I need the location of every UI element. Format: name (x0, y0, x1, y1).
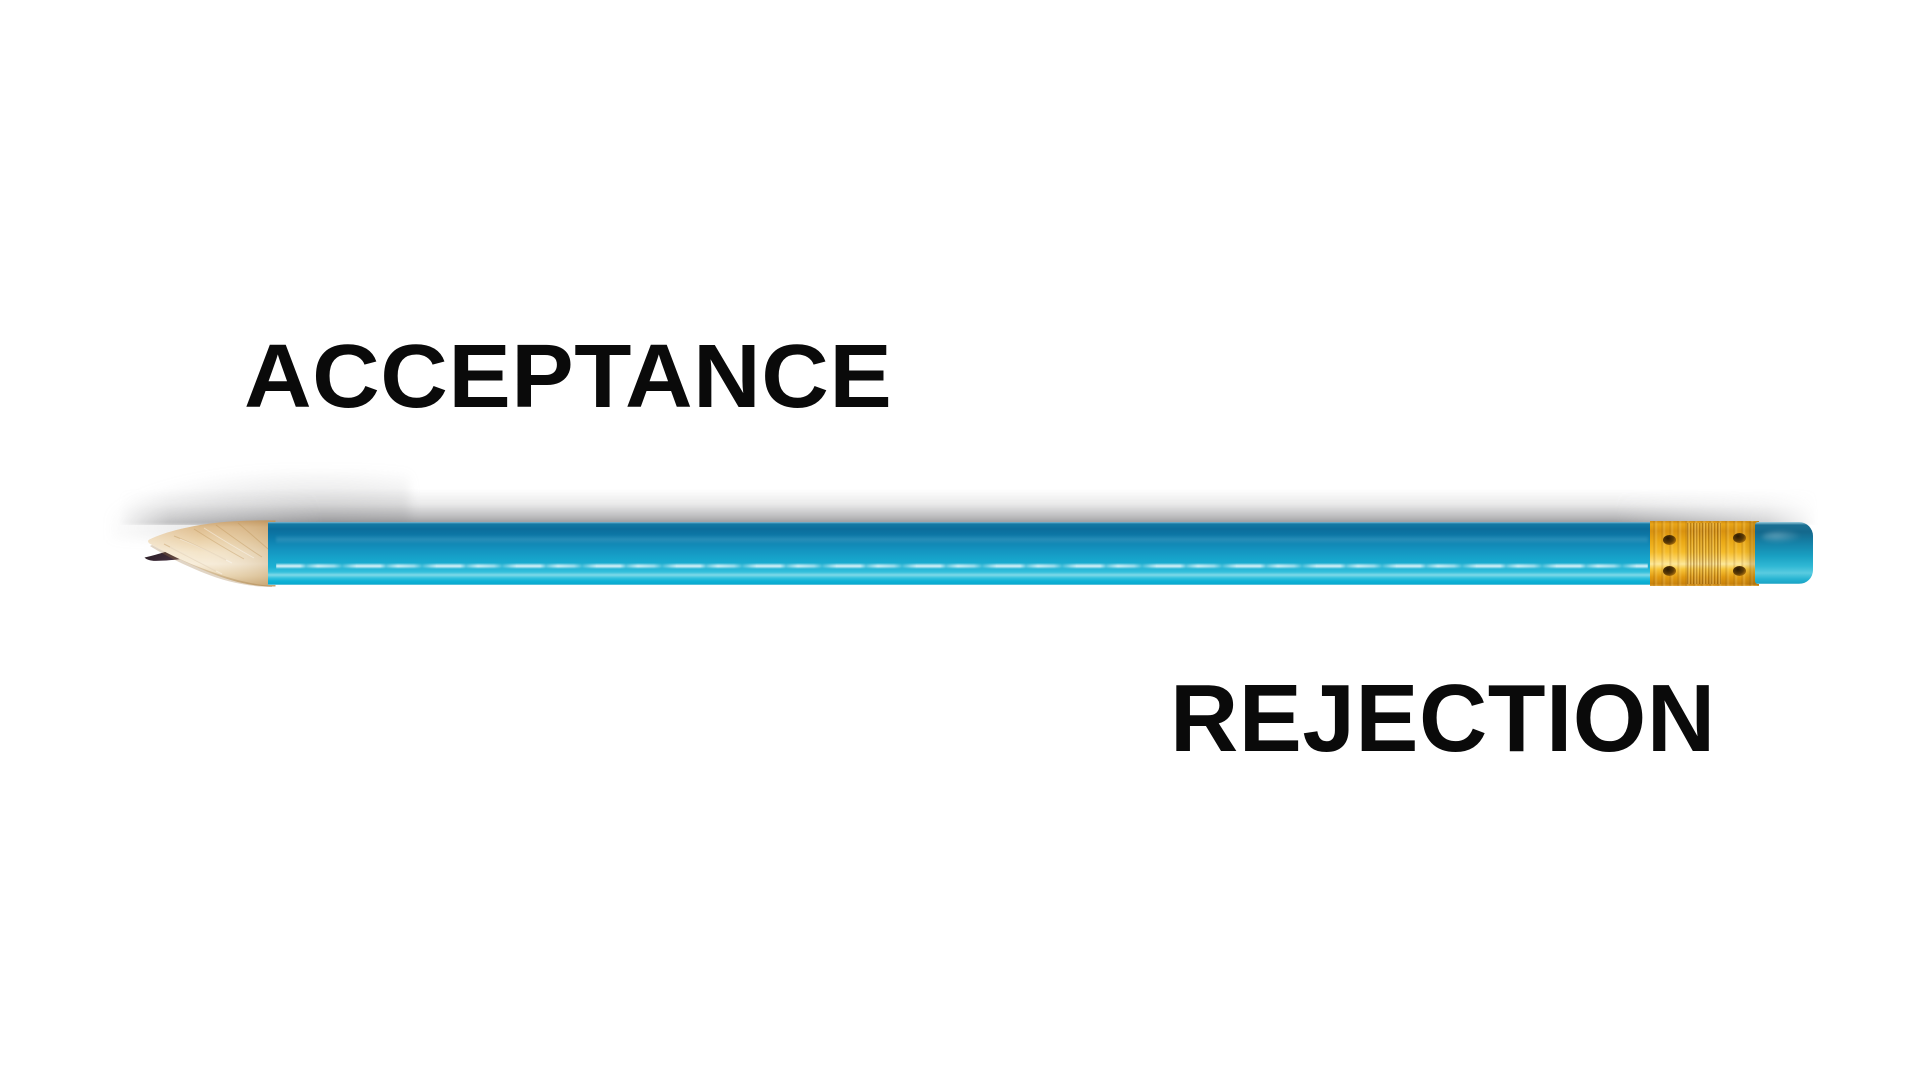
pencil-eraser-sheen (1762, 531, 1802, 543)
pencil-lead-icon (144, 537, 235, 561)
pencil-ferrule-crimp (1733, 566, 1746, 576)
pencil-ferrule-center-band (1687, 523, 1721, 584)
pencil-wood-cone-icon (148, 520, 276, 587)
pencil-barrel-highlight (276, 563, 1648, 569)
pencil-ferrule (1650, 521, 1759, 586)
pencil-barrel-gloss (276, 535, 1648, 544)
label-acceptance: ACCEPTANCE (244, 327, 893, 427)
label-rejection: REJECTION (1170, 665, 1716, 772)
pencil-cast-shadow (118, 489, 1818, 525)
pencil-ferrule-ridges (1650, 521, 1759, 586)
pencil-tip-shadow (110, 470, 410, 540)
pencil-ferrule-crimp (1663, 535, 1676, 545)
pencil-ferrule-edge-shade (1744, 522, 1760, 585)
pencil-barrel (268, 522, 1652, 585)
pencil-ferrule-crimp (1733, 533, 1746, 543)
pencil-ferrule-crimp (1663, 566, 1676, 576)
pencil-eraser (1755, 522, 1813, 584)
